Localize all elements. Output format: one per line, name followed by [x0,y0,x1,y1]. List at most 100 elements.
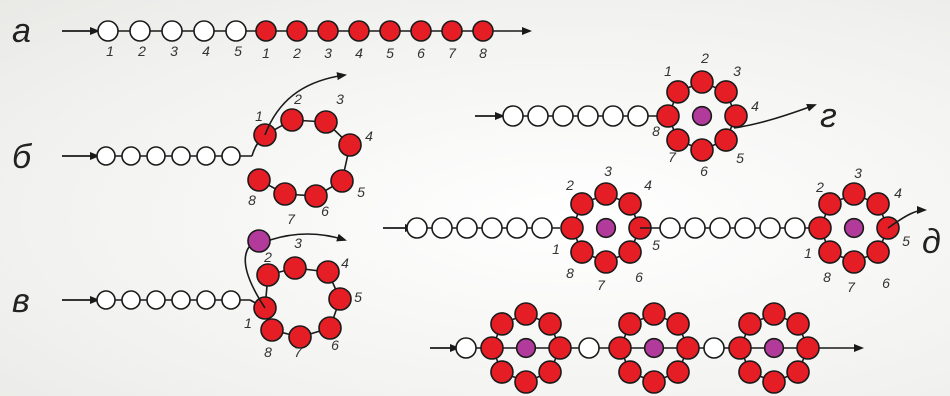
row-g-red-bead-4 [724,104,748,128]
row-a-red-num-3: 3 [324,45,332,61]
row-d-ring2-num-2: 2 [815,179,824,195]
row-d-ring1-red-bead-8 [560,216,584,240]
row-b-red-bead-8 [247,168,271,192]
row-e-white-bead-2 [578,337,600,359]
row-e-ring1-center-bead [515,337,537,359]
row-d-ring1-num-6: 6 [635,269,643,285]
row-b-num-8: 8 [248,192,256,208]
row-g-num-5: 5 [736,150,744,166]
row-e-ring1-red-bead-2 [514,302,538,326]
row-d-white-bead-4 [481,217,503,239]
row-d-mid-white-bead-4 [734,217,756,239]
row-e-ring2-center-bead [643,337,665,359]
row-d-ring2-num-6: 6 [882,275,890,291]
row-e-ring3-red-bead-1 [738,312,762,336]
row-a-red-bead-8 [472,20,494,42]
row-v-white-bead-3 [146,290,166,310]
row-e-ring3-red-bead-8 [728,336,752,360]
row-b-red-bead-7 [273,182,297,206]
row-d-ring1-num-2: 2 [565,177,574,193]
row-d-ring2-num-4: 4 [894,185,902,201]
row-e-ring3-red-bead-2 [762,302,786,326]
row-d-ring2-red-bead-6 [842,250,866,274]
row-v-red-bead-2 [256,263,280,287]
row-v-num-7: 7 [294,344,303,360]
row-d-ring1-num-5: 5 [652,237,660,253]
row-e-ring2-red-bead-3 [666,312,690,336]
row-g-red-bead-1 [666,80,690,104]
row-e-ring3-red-bead-3 [786,312,810,336]
row-e-ring2-red-bead-2 [642,302,666,326]
row-a-white-num-2: 2 [137,43,146,59]
row-a-white-bead-3 [161,20,183,42]
row-a-red-bead-5 [379,20,401,42]
row-d-ring1-red-bead-6 [594,250,618,274]
row-d-ring1-red-bead-3 [618,192,642,216]
row-a-red-bead-7 [441,20,463,42]
row-d-ring2-red-bead-2 [842,182,866,206]
row-e-ring1-red-bead-8 [480,336,504,360]
row-e-ring3-red-bead-5 [786,360,810,384]
row-v-num-6: 6 [331,337,339,353]
row-a-red-num-7: 7 [448,45,457,61]
row-label-a: а [12,12,31,50]
row-e-ring3-red-bead-4 [796,336,820,360]
row-a-red-num-5: 5 [386,45,394,61]
row-d-mid-white-bead-3 [709,217,731,239]
row-d-ring2-red-bead-1 [818,192,842,216]
row-a-red-bead-3 [317,20,339,42]
row-v-exit-arrow [269,233,347,242]
row-g-white-bead-3 [552,105,574,127]
row-b-num-1: 1 [255,108,263,124]
row-d-mid-white-bead-5 [759,217,781,239]
row-g-center-bead [691,105,713,127]
row-d-ring2-red-bead-8 [808,216,832,240]
row-g-white-bead-6 [627,105,649,127]
row-e-ring3-center-bead [763,337,785,359]
row-d-exit-arrow [887,206,927,229]
row-g-num-3: 3 [733,63,741,79]
row-d-ring1-num-8: 8 [566,265,574,281]
row-d-ring2-red-bead-3 [866,192,890,216]
row-d-ring2-num-5: 5 [902,233,910,249]
row-a-white-bead-2 [129,20,151,42]
row-d-ring1-num-7: 7 [597,277,606,293]
row-g-red-bead-5 [714,128,738,152]
row-label-g: г [820,97,837,135]
row-b-white-bead-4 [171,146,191,166]
row-d-ring2-red-bead-7 [818,240,842,264]
row-g-white-bead-1 [502,105,524,127]
row-g-white-bead-5 [602,105,624,127]
row-v-white-bead-5 [196,290,216,310]
row-b-num-2: 2 [293,91,302,107]
row-d-white-bead-6 [531,217,553,239]
row-d-ring2-num-7: 7 [847,279,856,295]
row-b-white-bead-2 [121,146,141,166]
row-b-white-bead-1 [96,146,116,166]
row-v-white-bead-2 [121,290,141,310]
row-a-white-bead-4 [193,20,215,42]
row-b-white-bead-5 [196,146,216,166]
row-b-num-6: 6 [321,203,329,219]
row-a-white-num-3: 3 [170,43,178,59]
row-d-ring1-red-bead-1 [570,192,594,216]
row-label-d: д [922,223,941,261]
row-a-white-num-4: 4 [202,43,210,59]
row-g-num-1: 1 [664,63,672,79]
row-v-white-bead-6 [221,290,241,310]
row-a-red-bead-2 [286,20,308,42]
row-a-red-num-2: 2 [292,45,301,61]
row-v-num-4: 4 [341,255,349,271]
row-v-num-5: 5 [354,289,362,305]
row-g-red-bead-7 [666,128,690,152]
row-v-red-bead-7 [288,325,312,349]
row-d-ring1-red-bead-2 [594,182,618,206]
row-b-red-bead-3 [314,110,338,134]
row-d-mid-white-bead-6 [784,217,806,239]
row-b-num-4: 4 [365,128,373,144]
row-d-white-bead-1 [406,217,428,239]
row-b-red-bead-4 [338,133,362,157]
row-label-b: б [12,138,33,176]
row-v-red-bead-6 [318,316,342,340]
